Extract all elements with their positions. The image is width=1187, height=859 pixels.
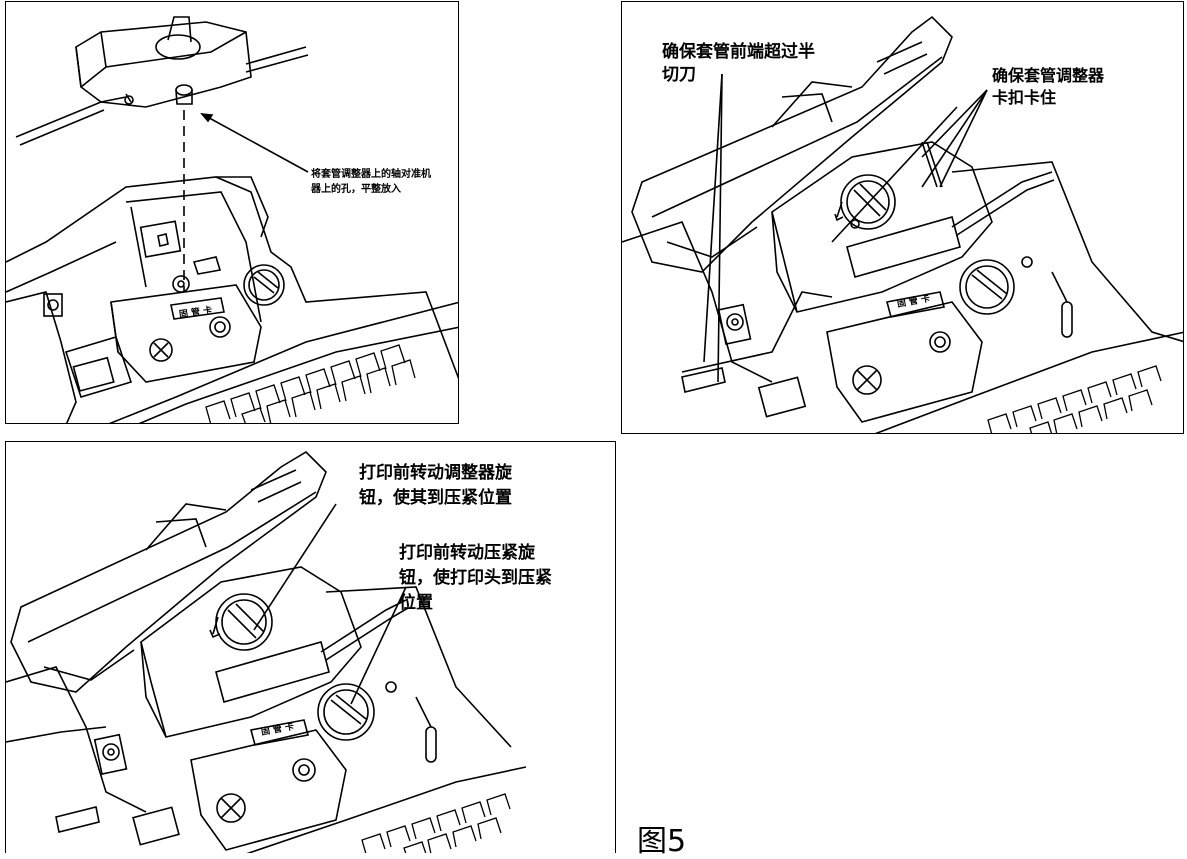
- tube-adjuster-part: [75, 16, 252, 108]
- illustration-rotate-knobs: 固 管 卡: [6, 450, 527, 853]
- cassette-label: 固 管 卡: [260, 720, 295, 738]
- illustration-insert-adjuster: 固 管 卡: [6, 16, 458, 423]
- figure-number: 图5: [637, 824, 687, 859]
- callout-align-shaft: 将套管调整器上的轴对准机 器上的孔，平整放入: [311, 169, 431, 195]
- callout-rotate-press-knob: 打印前转动压紧旋 钮，使打印头到压紧 位置: [399, 543, 552, 613]
- figure-panel-check-tube: 固 管 卡 确保套管前端超过半 切刀 确保套管调整器 卡扣卡住: [621, 1, 1184, 434]
- label-printer-machine: [622, 161, 1183, 433]
- label-printer-machine: [6, 176, 458, 423]
- callout-tube-past-cutter: 确保套管前端超过半 切刀: [662, 42, 815, 85]
- callout-adjuster-clip-locked: 确保套管调整器 卡扣卡住: [992, 66, 1105, 107]
- cassette-label: 固 管 卡: [896, 292, 931, 310]
- figure-panel-insert-adjuster: 固 管 卡 将套管调整器上的轴对准机 器上的孔，平整放入: [5, 1, 459, 424]
- tube-adjuster-part: [771, 141, 993, 313]
- cassette-label: 固 管 卡: [178, 304, 213, 321]
- figure-panel-rotate-knobs: 固 管 卡 打印前转动调整器旋 钮，使其到压紧位置 打印前转动压紧旋 钮，使打印…: [5, 441, 616, 853]
- illustration-check-tube: 固 管 卡: [622, 15, 1183, 433]
- callout-rotate-adjuster-knob: 打印前转动调整器旋 钮，使其到压紧位置: [359, 463, 512, 508]
- printer-lid-open: [10, 450, 327, 693]
- label-printer-machine: [6, 586, 527, 853]
- tube-adjuster-part: [140, 566, 362, 738]
- printer-lid-open: [631, 15, 953, 273]
